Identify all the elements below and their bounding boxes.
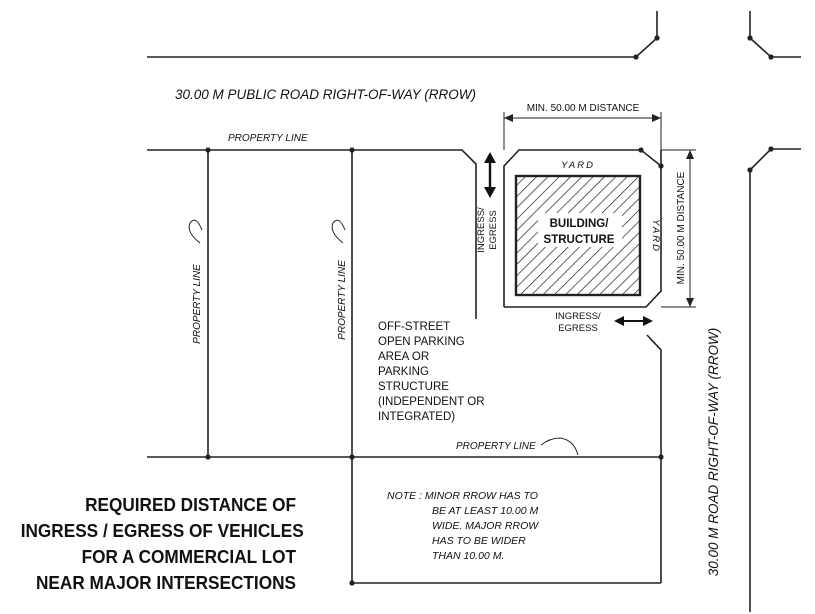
- parking-label-line: OPEN PARKING: [378, 336, 465, 348]
- yard-top-label: YARD: [561, 160, 595, 171]
- diagram-title: REQUIRED DISTANCE OF INGRESS / EGRESS OF…: [20, 492, 304, 596]
- right-dimension-line: [661, 149, 696, 308]
- note-text: NOTE : MINOR RROW HAS TO BE AT LEAST 10.…: [387, 490, 539, 562]
- parking-label-line: STRUCTURE: [378, 381, 449, 393]
- bottom-property-lines: [147, 456, 661, 584]
- top-road-label: 30.00 M PUBLIC ROAD RIGHT-OF-WAY (RROW): [175, 87, 476, 102]
- min-distance-top-label: MIN. 50.00 M DISTANCE: [527, 103, 640, 114]
- parking-label-line: (INDEPENDENT OR: [378, 396, 485, 408]
- parking-label-line: INTEGRATED): [378, 411, 455, 423]
- right-road-edge: [747, 146, 801, 612]
- building-label-line1: BUILDING/: [550, 218, 610, 230]
- property-line-top-label: PROPERTY LINE: [228, 133, 308, 144]
- yard-right-label: YARD: [650, 219, 661, 253]
- note-line: HAS TO BE WIDER: [432, 535, 526, 547]
- property-line-bottom-label: PROPERTY LINE: [456, 441, 536, 452]
- bottom-ingress-arrow: [614, 316, 653, 326]
- title-line: FOR A COMMERCIAL LOT: [81, 546, 297, 567]
- ingress-bottom-label-line2: EGRESS: [558, 323, 598, 334]
- top-road-edge: [147, 11, 801, 60]
- right-road-label: 30.00 M ROAD RIGHT-OF-WAY (RROW): [706, 328, 721, 577]
- ingress-side-label-line2: EGRESS: [488, 210, 499, 250]
- note-line: THAN 10.00 M.: [432, 550, 504, 562]
- building-lot-boundary: [503, 147, 664, 308]
- building-label-backdrop: [538, 213, 622, 247]
- top-property-line: [147, 147, 477, 307]
- title-line: INGRESS / EGRESS OF VEHICLES: [20, 520, 304, 541]
- parking-label-line: PARKING: [378, 366, 429, 378]
- property-line-leaders: [188, 219, 579, 456]
- ingress-bottom-label-line1: INGRESS/: [555, 311, 601, 322]
- top-dimension-line: [503, 112, 662, 150]
- min-distance-right-label: MIN. 50.00 M DISTANCE: [676, 171, 687, 284]
- note-line: BE AT LEAST 10.00 M: [432, 505, 538, 517]
- side-ingress-arrow: [484, 152, 496, 198]
- parking-label: OFF-STREET OPEN PARKING AREA OR PARKING …: [378, 321, 485, 423]
- note-line: NOTE : MINOR RROW HAS TO: [387, 490, 538, 502]
- note-line: WIDE. MAJOR RROW: [432, 520, 539, 532]
- ingress-side-label-line1: INGRESS/: [476, 207, 487, 253]
- parking-label-line: OFF-STREET: [378, 321, 450, 333]
- title-line: NEAR MAJOR INTERSECTIONS: [35, 572, 297, 593]
- building-label-line2: STRUCTURE: [544, 234, 615, 246]
- property-line-mid-label: PROPERTY LINE: [337, 260, 348, 340]
- title-line: REQUIRED DISTANCE OF: [85, 494, 296, 515]
- parking-label-line: AREA OR: [378, 351, 429, 363]
- property-line-left-label: PROPERTY LINE: [192, 264, 203, 344]
